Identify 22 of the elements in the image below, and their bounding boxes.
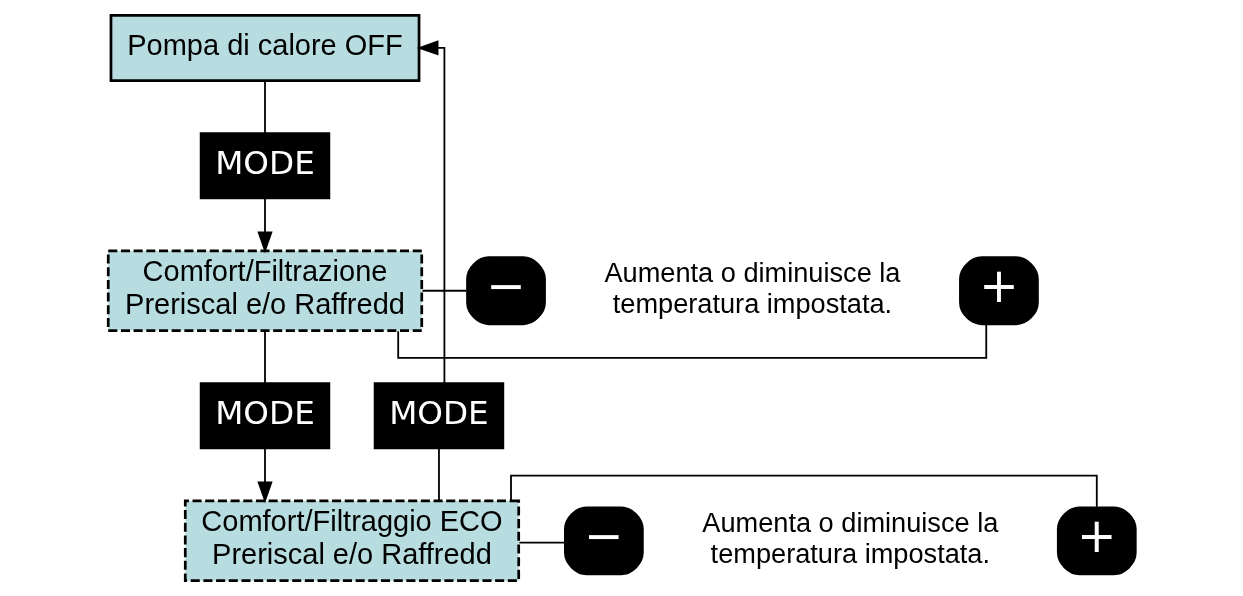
arrow [256, 447, 273, 504]
node-box: − [563, 506, 644, 576]
connector [421, 289, 467, 292]
node-box: − [465, 256, 546, 326]
label: Aumenta o diminuisce la temperatura impostata. [603, 256, 900, 319]
node-box: Comfort/Filtraggio ECO Preriscal e/o Raffredd [183, 499, 520, 583]
node-box: MODE [199, 132, 330, 200]
node-box: Pompa di calore OFF [109, 13, 420, 82]
arrow [256, 197, 273, 254]
arrow [416, 40, 445, 385]
connector [396, 324, 987, 359]
node-box: MODE [373, 382, 504, 450]
node-box: + [1056, 506, 1137, 576]
node-box: + [958, 256, 1039, 326]
connector [263, 79, 266, 134]
connector [437, 447, 440, 502]
connector [517, 541, 566, 544]
connector [263, 330, 266, 385]
connector [509, 474, 1098, 508]
label: Aumenta o diminuisce la temperatura impostata. [701, 506, 998, 569]
node-box: MODE [199, 382, 330, 450]
node-box: Comfort/Filtrazione Preriscal e/o Raffredd [106, 249, 423, 332]
